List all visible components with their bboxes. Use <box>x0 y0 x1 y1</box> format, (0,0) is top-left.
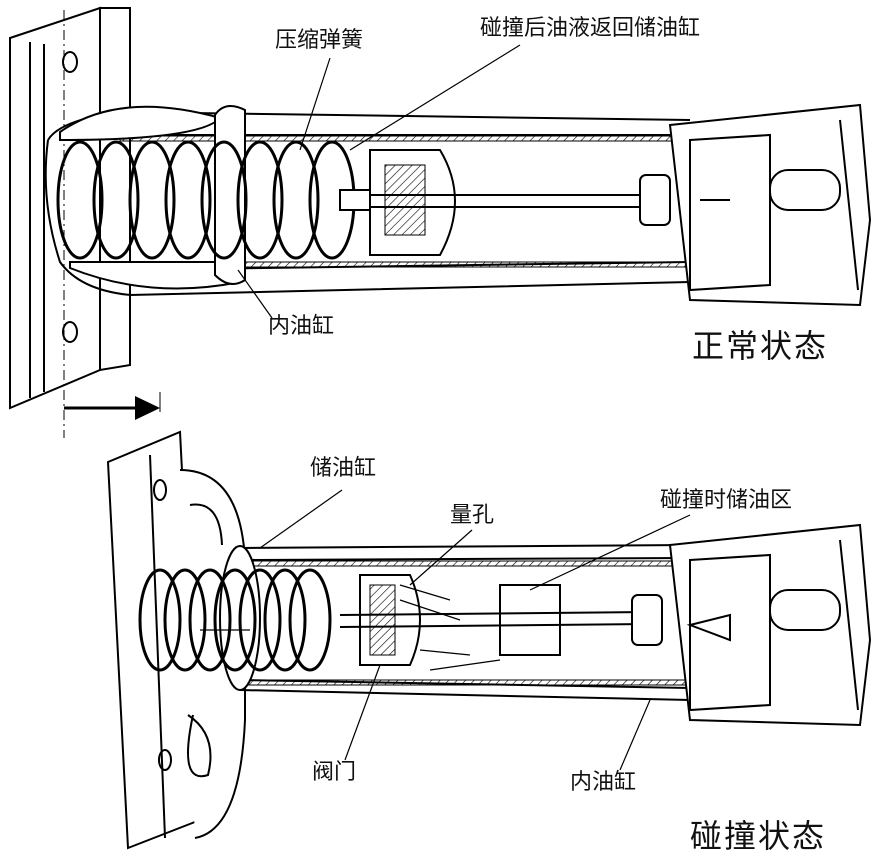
label-valve: 阀门 <box>312 760 357 785</box>
bottom-piston-valve <box>359 574 561 666</box>
bottom-compression-spring <box>138 568 332 672</box>
collision-state-label: 碰撞状态 <box>690 817 827 855</box>
bottom-leader-valve <box>344 664 381 761</box>
label-oil-return: 碰撞后油液返回储油缸 <box>480 16 701 41</box>
bottom-leader-inner-cylinder <box>619 699 651 771</box>
normal-state-assembly <box>9 6 872 438</box>
top-compression-spring <box>56 140 356 260</box>
bottom-piston-rod <box>339 611 651 628</box>
top-outer-cylinder <box>44 105 691 297</box>
bottom-leader-reservoir <box>259 489 343 549</box>
top-piston-valve <box>339 149 456 256</box>
label-orifice: 量孔 <box>450 503 495 528</box>
label-reservoir: 储油缸 <box>310 456 377 481</box>
label-top-inner-cylinder: 内油缸 <box>268 314 335 339</box>
top-end-fitting <box>639 103 872 307</box>
bottom-end-fitting <box>631 523 872 727</box>
bottom-leader-orifice <box>409 529 473 586</box>
label-collision-oil-area: 碰撞时储油区 <box>660 488 793 513</box>
normal-state-label: 正常状态 <box>692 327 829 365</box>
top-piston-rod <box>370 194 650 208</box>
top-leader-spring <box>299 57 331 151</box>
collision-direction-arrow <box>64 396 160 420</box>
label-bottom-inner-cylinder: 内油缸 <box>570 770 637 795</box>
top-leader-oil-return <box>349 44 521 151</box>
top-leader-inner-cylinder <box>237 269 273 319</box>
bottom-leader-collision-oil-area <box>529 514 691 591</box>
label-compression-spring: 压缩弹簧 <box>275 28 364 53</box>
bottom-oil-flow-arrows <box>200 584 501 671</box>
collision-state-assembly <box>106 430 872 850</box>
